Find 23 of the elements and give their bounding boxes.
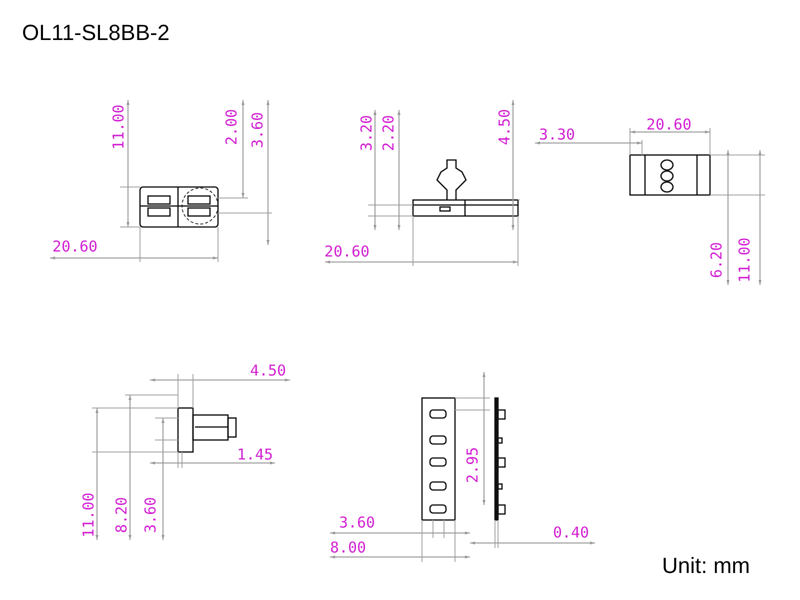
dimension-value: 20.60 [324,244,370,260]
dimension-value: 4.50 [498,108,512,146]
dimension-value: 6.20 [710,242,724,278]
dimension-value: 20.60 [52,240,98,254]
dimension-value: 11.00 [112,104,126,150]
dimension-value: 0.40 [552,526,590,540]
dimension-value: 2.95 [466,446,480,484]
dimension-value: 3.60 [338,516,376,530]
dimension-value: 4.50 [250,364,286,378]
dimension-value: 3.20 [360,114,374,152]
dimension-value: 11.00 [82,492,96,538]
dimension-value: 11.00 [738,237,752,283]
dimension-value: 8.20 [114,496,130,534]
dimension-value: 2.20 [382,114,396,152]
dimension-value: 20.60 [646,118,692,132]
dimension-value: 3.60 [250,112,266,148]
dimension-value: 8.00 [330,540,366,556]
part-number-title: OL11-SL8BB-2 [22,22,170,44]
dimension-value: 3.60 [144,496,158,534]
unit-note: Unit: mm [662,555,750,577]
dimension-value: 1.45 [236,448,274,462]
dimension-value: 3.30 [538,128,576,142]
dimension-value: 2.00 [224,108,240,146]
